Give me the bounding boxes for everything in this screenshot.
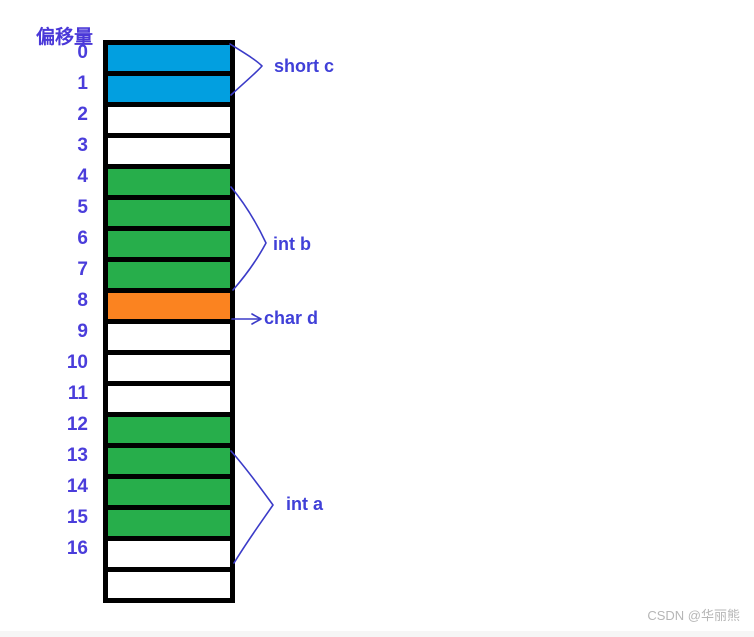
offset-index-15: 15 (66, 507, 88, 528)
memory-cell (108, 169, 230, 195)
csdn-watermark: CSDN @华丽熊 (647, 608, 740, 623)
memory-cell (108, 510, 230, 536)
offset-index-5: 5 (77, 197, 88, 218)
memory-cell (108, 293, 230, 319)
brace-int-a (230, 450, 274, 564)
brace-int-b (230, 186, 267, 291)
memory-cell (108, 324, 230, 350)
annotation-label-int-a: int a (286, 494, 324, 514)
offset-index-12: 12 (66, 414, 88, 435)
memory-cell (108, 45, 230, 71)
offset-index-13: 13 (66, 445, 88, 466)
memory-cell (108, 262, 230, 288)
annotation-label-int-b: int b (273, 234, 311, 254)
offset-index-8: 8 (77, 290, 88, 311)
offset-column-title: 偏移量 (36, 27, 94, 48)
memory-cell (108, 138, 230, 164)
offset-index-2: 2 (77, 104, 88, 125)
offset-index-4: 4 (77, 166, 88, 187)
memory-cell (108, 572, 230, 598)
memory-cell (108, 355, 230, 381)
annotation-label-char-d: char d (264, 308, 319, 328)
memory-cell (108, 107, 230, 133)
offset-index-blank (40, 567, 96, 593)
memory-cell-table (103, 40, 235, 603)
offset-index-6: 6 (77, 228, 88, 249)
offset-index-14: 14 (66, 476, 88, 497)
offset-index-0: 0 (77, 42, 88, 63)
offset-index-10: 10 (66, 352, 88, 373)
offset-index-1: 1 (77, 73, 88, 94)
offset-index-7: 7 (77, 259, 88, 280)
memory-cell (108, 231, 230, 257)
offset-index-3: 3 (77, 135, 88, 156)
memory-cell (108, 200, 230, 226)
footer-strip (0, 631, 754, 637)
memory-cell (108, 541, 230, 567)
memory-cell (108, 417, 230, 443)
arrow-char-d-head (251, 313, 262, 325)
memory-cell (108, 386, 230, 412)
annotation-label-short-c: short c (274, 56, 335, 76)
memory-cell (108, 479, 230, 505)
memory-cell (108, 76, 230, 102)
offset-index-11: 11 (67, 383, 88, 404)
offset-index-16: 16 (66, 538, 88, 559)
offset-index-9: 9 (77, 321, 88, 342)
memory-cell (108, 448, 230, 474)
